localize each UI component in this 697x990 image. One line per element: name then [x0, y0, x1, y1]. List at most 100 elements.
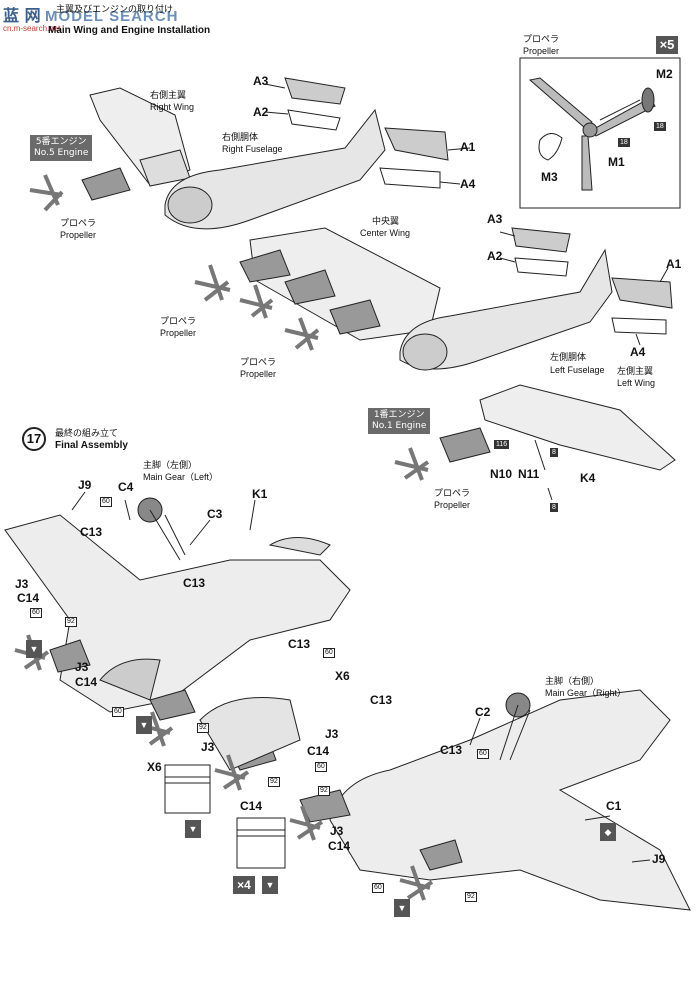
propeller-label-3-en: Propeller	[240, 369, 277, 379]
propeller-multiplier-badge: ×5	[656, 36, 678, 54]
part-c1: C1	[606, 799, 622, 813]
part-j3-d: J3	[325, 727, 339, 741]
part-j9-lower: J9	[652, 852, 666, 866]
propeller-inset-frame	[519, 57, 681, 209]
x6-part-box	[164, 764, 211, 814]
tag-18-b: 18	[654, 122, 666, 131]
watermark-en: MODEL SEARCH	[45, 8, 179, 25]
part-c13-e: C13	[440, 743, 463, 757]
part-a1-upper: A1	[460, 140, 476, 154]
part-x6-a: X6	[335, 669, 350, 683]
part-c13-d: C13	[370, 693, 393, 707]
part-c2: C2	[475, 705, 491, 719]
part-x6-b: X6	[147, 760, 162, 774]
part-a1-lower: A1	[666, 257, 682, 271]
drill-marker-icon: ◆	[600, 823, 616, 841]
watermark-logo: 蓝 网 MODEL SEARCH cn.m-search.net	[3, 2, 178, 33]
left-wing-label-en: Left Wing	[617, 378, 656, 388]
tag-60-g: 60	[372, 883, 384, 893]
part-c3: C3	[207, 507, 223, 521]
tag-60-b: 60	[30, 608, 42, 618]
part-j3-b: J3	[75, 660, 89, 674]
engine1-label: 1番エンジン No.1 Engine	[368, 408, 431, 434]
inset-propeller-drawing	[528, 77, 656, 191]
left-fuselage-label-jp: 左側胴体	[550, 353, 587, 363]
left-wing-label-jp: 左側主翼	[617, 367, 654, 377]
part-c14-e: C14	[328, 839, 351, 853]
engine5-label: 5番エンジン No.5 Engine	[30, 135, 93, 161]
tag-60-e: 60	[315, 762, 327, 772]
part-a4-upper: A4	[460, 177, 476, 191]
tag-116: 116	[494, 440, 510, 449]
part-k1: K1	[252, 487, 268, 501]
left-fuselage-label-en: Left Fuselage	[550, 365, 605, 375]
tag-60-c: 60	[323, 648, 335, 658]
engine1-label-jp: 1番エンジン	[373, 410, 425, 420]
engine5-drawing	[81, 167, 131, 201]
part-n10: N10	[490, 467, 513, 481]
engine1-label-en: No.1 Engine	[372, 421, 427, 431]
tag-18-a: 18	[618, 138, 630, 147]
tag-60-f: 60	[477, 749, 489, 759]
step17-number-badge: 17	[22, 427, 46, 451]
engine5-label-en: No.5 Engine	[34, 148, 89, 158]
step17-number: 17	[26, 431, 42, 446]
right-wing-label-en: Right Wing	[150, 102, 195, 112]
step17-title-jp: 最終の組み立て	[55, 429, 119, 439]
main-gear-right-label-en: Main Gear（Right）	[545, 688, 627, 698]
part-m3: M3	[541, 170, 558, 184]
part-c13-c: C13	[288, 637, 311, 651]
glue-marker-icon: ▼	[136, 716, 152, 734]
tag-92-d: 92	[318, 786, 330, 796]
propeller-label-3-jp: プロペラ	[240, 358, 277, 368]
tag-92-c: 92	[268, 777, 280, 787]
part-j3-a: J3	[15, 577, 29, 591]
step16-title-en: Main Wing and Engine Installation	[48, 25, 211, 36]
part-a2-upper: A2	[253, 105, 269, 119]
propeller-inset-label-jp: プロペラ	[523, 35, 560, 45]
part-a3-upper: A3	[253, 74, 269, 88]
left-wing-drawing	[479, 384, 676, 471]
part-j9-upper: J9	[78, 478, 92, 492]
glue-marker-icon: ▼	[262, 876, 278, 894]
propeller-label-4-jp: プロペラ	[434, 489, 471, 499]
propeller-label-1-en: Propeller	[60, 230, 97, 240]
tag-92-a: 92	[65, 617, 77, 627]
right-fuselage-label-en: Right Fuselage	[222, 144, 283, 154]
propeller-label-2-jp: プロペラ	[160, 317, 197, 327]
quantity-x4-badge: ×4	[233, 876, 255, 894]
main-gear-left-label-jp: 主脚（左側）	[143, 461, 198, 471]
tag-8-b: 8	[550, 503, 558, 512]
part-m1: M1	[608, 155, 625, 169]
final-aircraft-upper-drawing	[4, 514, 351, 713]
part-k4: K4	[580, 471, 596, 485]
main-gear-left-label-en: Main Gear（Left）	[143, 472, 219, 482]
part-c14-a: C14	[17, 591, 40, 605]
tag-8-a: 8	[550, 448, 558, 457]
part-c13-b: C13	[183, 576, 206, 590]
right-fuselage-drawing	[164, 108, 386, 230]
propeller-inset-label-en: Propeller	[523, 46, 560, 56]
step16-title-jp: 主翼及びエンジンの取り付け	[56, 5, 174, 15]
glue-marker-icon: ▼	[394, 899, 410, 917]
tag-60-a: 60	[100, 497, 112, 507]
tag-60-d: 60	[112, 707, 124, 717]
final-aircraft-lower-drawing	[329, 689, 691, 911]
center-wing-label-jp: 中央翼	[372, 217, 400, 227]
watermark-url: cn.m-search.net	[3, 24, 61, 33]
part-m2: M2	[656, 67, 673, 81]
part-j3-c: J3	[201, 740, 215, 754]
part-c14-c: C14	[240, 799, 263, 813]
part-c13-a: C13	[80, 525, 103, 539]
right-fuselage-label-jp: 右側胴体	[222, 133, 259, 143]
center-wing-label-en: Center Wing	[360, 228, 411, 238]
propeller-label-1-jp: プロペラ	[60, 219, 97, 229]
tag-92-b: 92	[197, 723, 209, 733]
part-c14-d: C14	[307, 744, 330, 758]
propeller-label-2-en: Propeller	[160, 328, 197, 338]
part-c4: C4	[118, 480, 134, 494]
step17-title-en: Final Assembly	[55, 440, 128, 451]
part-n11: N11	[518, 467, 540, 481]
main-gear-right-label-jp: 主脚（右側）	[545, 677, 600, 687]
